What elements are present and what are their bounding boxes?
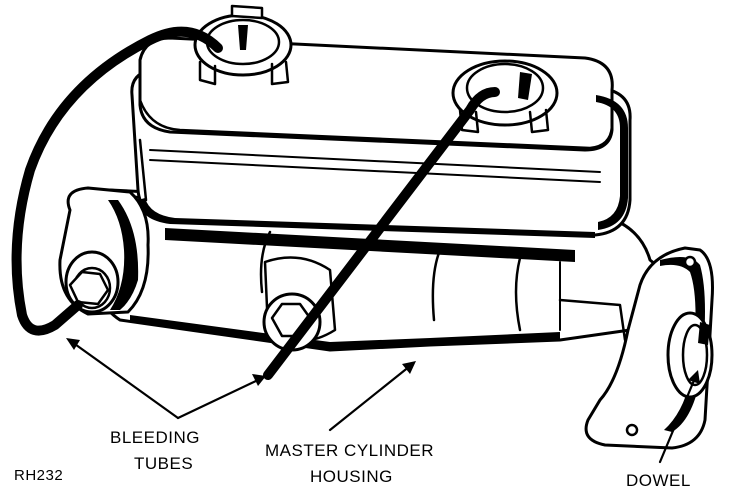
label-bleeding-tubes-line2: TUBES [134, 454, 193, 473]
front-filler-cap [451, 59, 559, 134]
label-dowel: DOWEL [626, 471, 691, 490]
reservoir [130, 36, 632, 238]
label-bleeding-tubes-line1: BLEEDING [110, 428, 200, 447]
rear-filler-cap [193, 4, 293, 86]
bleeding-tube-rear [11, 26, 223, 336]
label-housing-line2: HOUSING [310, 467, 393, 486]
left-tube-fitting [64, 250, 120, 314]
label-housing-line1: MASTER CYLINDER [265, 441, 434, 460]
mounting-flange [584, 246, 714, 450]
leader-lines [66, 338, 700, 464]
bleeding-tube-front [263, 87, 500, 380]
figure-code: RH232 [14, 467, 63, 484]
